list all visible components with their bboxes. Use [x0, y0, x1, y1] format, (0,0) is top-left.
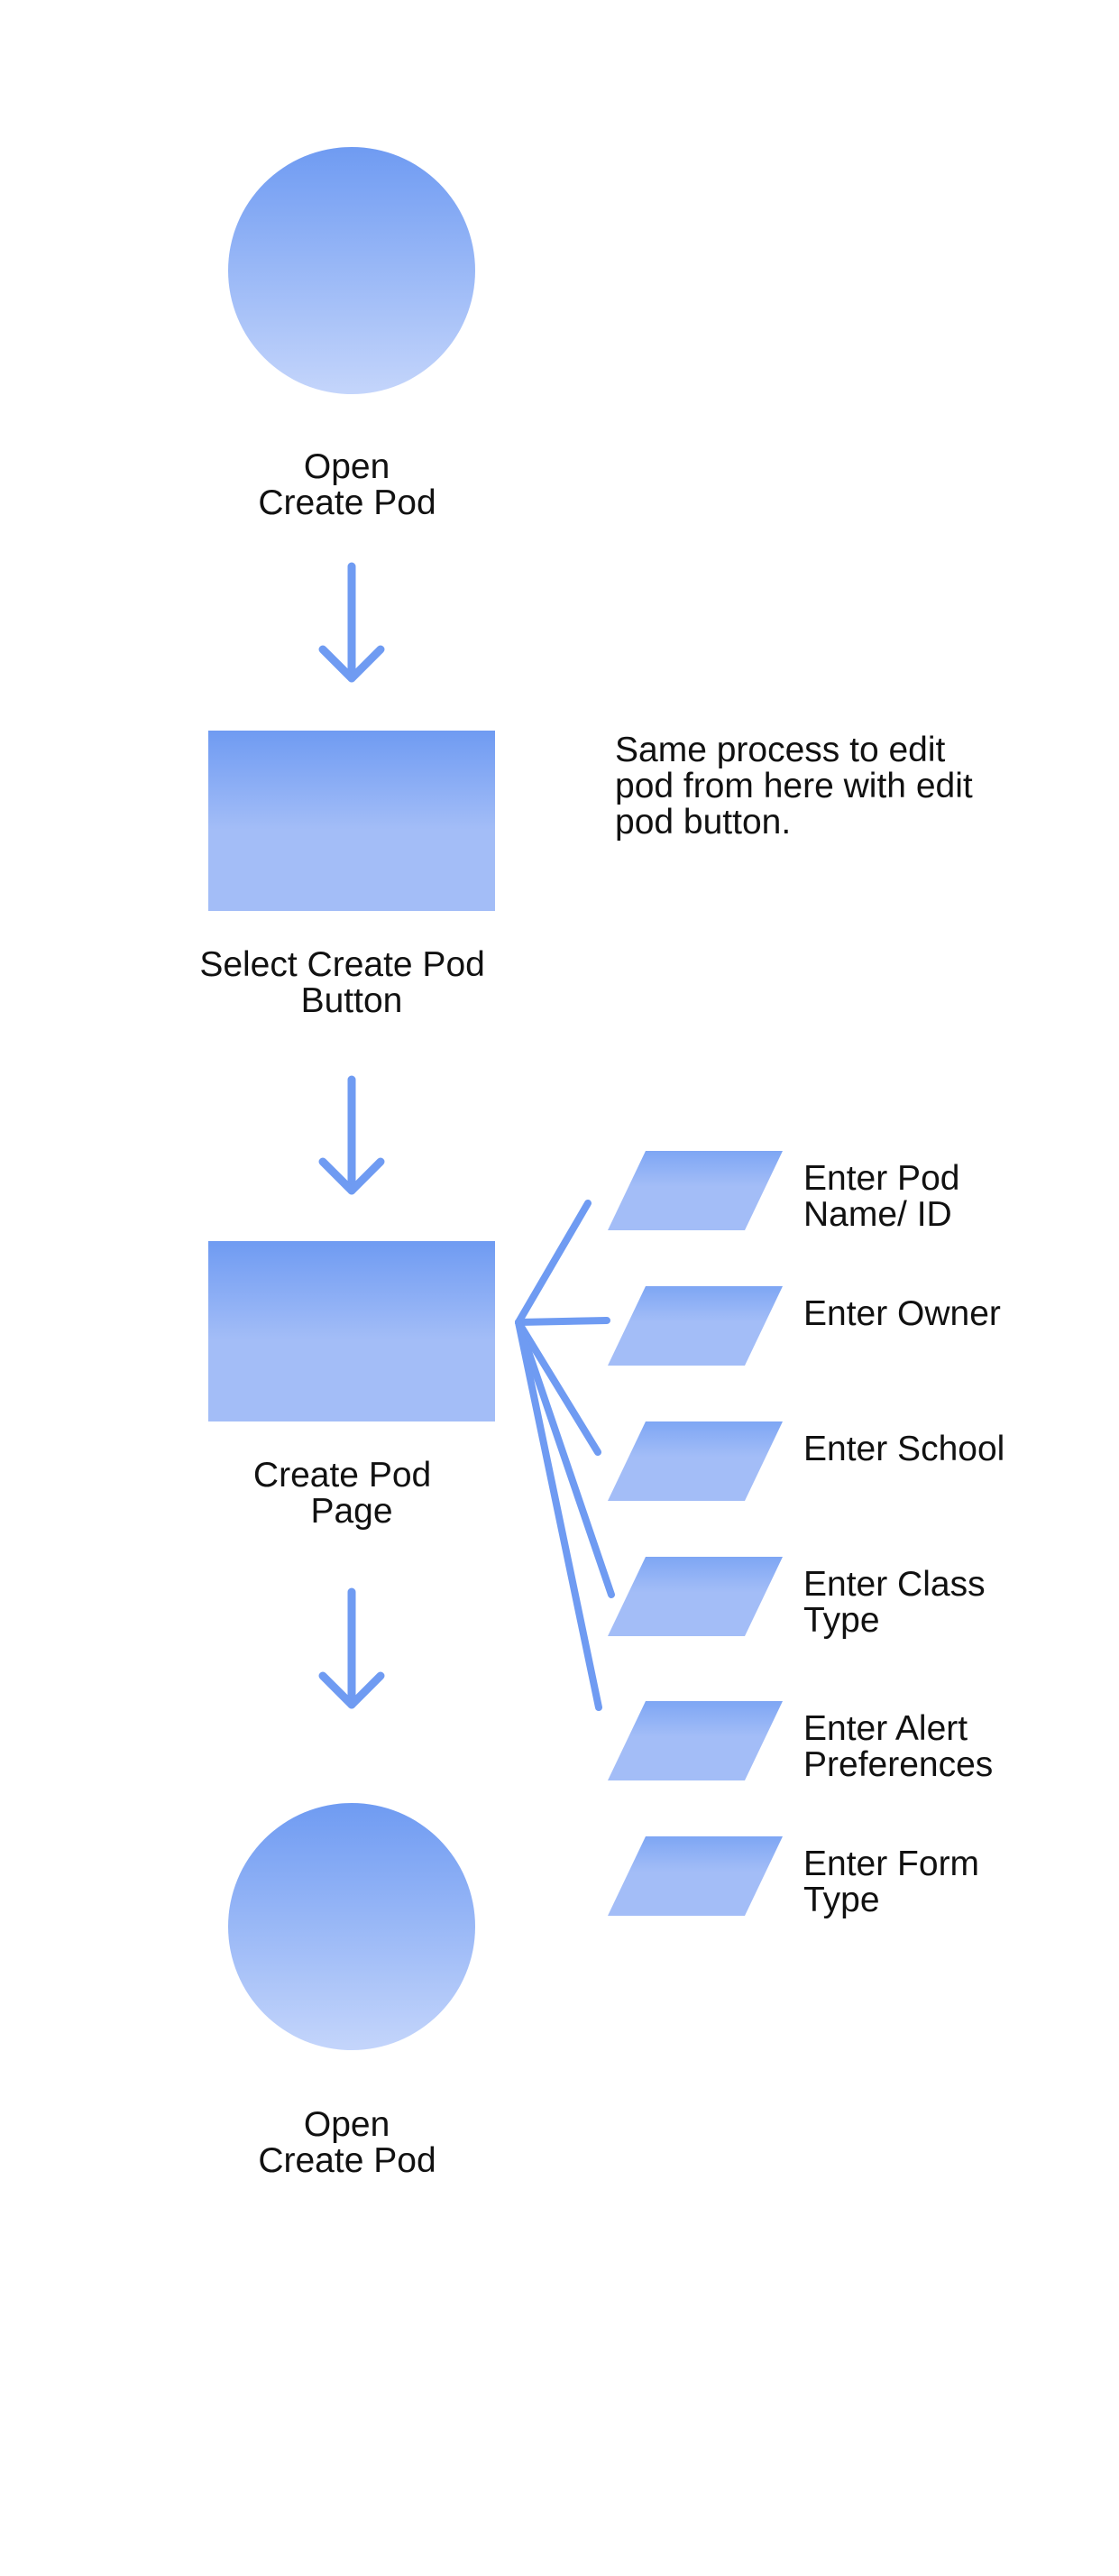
field-6-shape	[608, 1836, 783, 1916]
field-2-shape	[608, 1286, 783, 1366]
field-3: Enter School	[608, 1421, 1004, 1501]
field-2: Enter Owner	[608, 1286, 1001, 1366]
arrow-start-to-select	[318, 562, 385, 683]
field-5-shape	[608, 1701, 783, 1780]
field-3-label: Enter School	[803, 1430, 1004, 1468]
connector-field-5	[515, 1319, 602, 1711]
field-4-label: Enter Class Type	[803, 1565, 995, 1640]
edit-note: Same process to edit pod from here with …	[615, 731, 983, 842]
select-step-rect	[208, 731, 495, 911]
page-step-label: Create Pod Page	[253, 1456, 441, 1531]
page-step-rect	[208, 1241, 495, 1421]
start-label: Open Create Pod	[258, 447, 436, 522]
field-2-label: Enter Owner	[803, 1294, 1001, 1333]
field-1-label: Enter Pod Name/ ID	[803, 1159, 969, 1234]
connector-field-2	[515, 1317, 610, 1326]
field-5-label: Enter Alert Preferences	[803, 1709, 993, 1784]
field-connectors	[515, 1200, 615, 1711]
page-step-node: Create Pod Page	[208, 1241, 495, 1531]
field-5: Enter Alert Preferences	[608, 1701, 993, 1784]
field-6-label: Enter Form Type	[803, 1845, 989, 1919]
arrow-page-to-end	[318, 1587, 385, 1709]
field-4-shape	[608, 1557, 783, 1636]
connector-field-1	[515, 1200, 592, 1326]
select-step-node: Select Create Pod Button	[199, 731, 495, 1020]
field-1: Enter Pod Name/ ID	[608, 1151, 969, 1234]
field-3-shape	[608, 1421, 783, 1501]
end-node: Open Create Pod	[228, 1803, 475, 2180]
connector-field-3	[515, 1319, 601, 1456]
connector-field-4	[515, 1319, 615, 1598]
end-circle	[228, 1803, 475, 2050]
start-circle	[228, 147, 475, 394]
select-step-label: Select Create Pod Button	[199, 945, 494, 1020]
field-6: Enter Form Type	[608, 1836, 989, 1919]
arrow-select-to-page	[318, 1075, 385, 1195]
field-4: Enter Class Type	[608, 1557, 995, 1640]
field-1-shape	[608, 1151, 783, 1230]
end-label: Open Create Pod	[258, 2105, 436, 2180]
start-node: Open Create Pod	[228, 147, 475, 522]
